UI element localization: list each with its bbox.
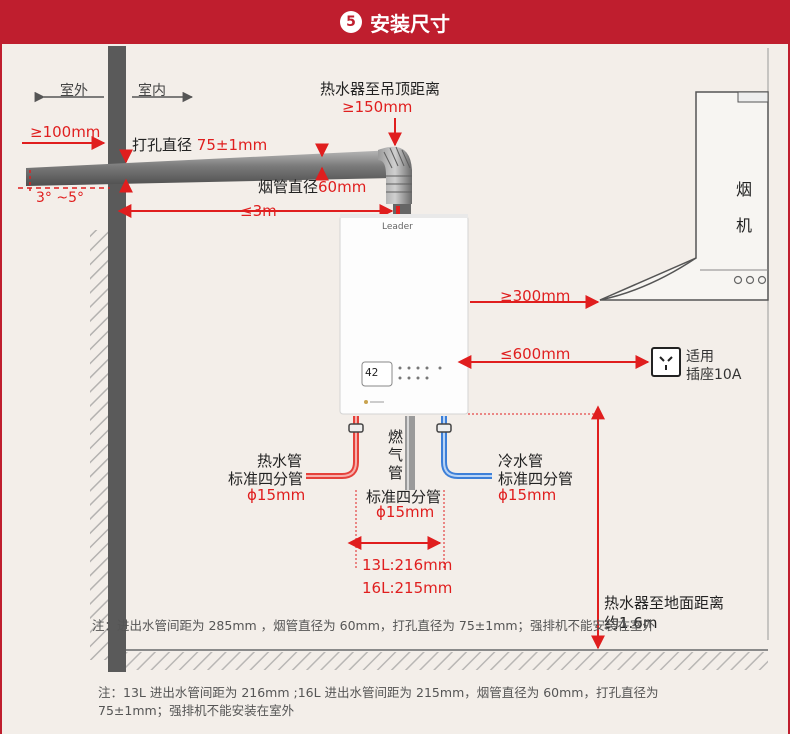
cold-water-pipe-highlight bbox=[443, 416, 492, 477]
flue-diameter-text: 烟管直径 bbox=[258, 178, 319, 196]
floor-hatch bbox=[126, 652, 768, 670]
range-hood-cap bbox=[737, 91, 769, 103]
hole-diameter-text: 打孔直径 bbox=[132, 136, 193, 154]
outdoor-label: 室外 bbox=[60, 83, 88, 99]
spacing-16l: 16L:215mm bbox=[362, 579, 453, 597]
brand-logo: Leader bbox=[382, 222, 413, 232]
socket-label-2: 插座10A bbox=[686, 367, 742, 383]
display-readout: 42 bbox=[365, 366, 379, 379]
hot-pipe-label-3: ϕ15mm bbox=[247, 486, 306, 504]
range-hood-label-2: 机 bbox=[736, 216, 753, 235]
socket-icon bbox=[651, 347, 681, 377]
flue-diameter-label: 烟管直径60mm bbox=[258, 176, 366, 197]
footnote-line-2: 75±1mm；强排机不能安装在室外 bbox=[98, 703, 295, 718]
hot-water-pipe-highlight bbox=[306, 416, 357, 477]
cold-pipe-label-2: 标准四分管 bbox=[498, 470, 574, 488]
section-title-text: 安装尺寸 bbox=[370, 11, 450, 36]
hot-pipe-nut bbox=[348, 423, 364, 433]
gas-pipe-label-1: 燃 bbox=[388, 428, 404, 446]
gas-pipe-label-4: 标准四分管 bbox=[366, 488, 442, 506]
range-hood-label-1: 烟 bbox=[736, 180, 753, 199]
elbow-ribs bbox=[383, 146, 412, 193]
socket-distance-value: ≤600mm bbox=[500, 345, 571, 363]
display-panel bbox=[361, 361, 393, 387]
range-hood-curve bbox=[599, 257, 697, 301]
hole-diameter-label: 打孔直径 75±1mm bbox=[132, 134, 267, 155]
ceiling-distance-label: 热水器至吊顶距离 bbox=[320, 80, 441, 98]
cold-pipe-label-3: ϕ15mm bbox=[498, 486, 557, 504]
tilt-angle-value: 3° ~5° bbox=[36, 190, 84, 206]
hot-pipe-label-1: 热水管 bbox=[257, 452, 303, 470]
cold-pipe-nut bbox=[436, 423, 452, 433]
control-dots bbox=[398, 366, 442, 380]
status-light bbox=[364, 400, 368, 404]
flue-length-value: ≤3m bbox=[240, 202, 277, 220]
water-heater-top bbox=[340, 214, 468, 218]
wall bbox=[108, 46, 126, 672]
gas-pipe-label-5: ϕ15mm bbox=[376, 503, 435, 521]
overlap-note: 注：进出水管间距为 285mm ，烟管直径为 60mm，打孔直径为 75±1mm… bbox=[92, 618, 656, 633]
water-heater-body bbox=[339, 215, 469, 415]
indoor-label: 室内 bbox=[138, 83, 166, 99]
section-title: 5 安装尺寸 bbox=[0, 0, 790, 44]
flue-diameter-value: 60mm bbox=[318, 178, 367, 196]
hot-pipe-label-2: 标准四分管 bbox=[228, 470, 304, 488]
header-band bbox=[0, 0, 790, 44]
socket-label-1: 适用 bbox=[686, 349, 714, 365]
hole-diameter-value: 75±1mm bbox=[196, 136, 268, 154]
cold-pipe-label-1: 冷水管 bbox=[498, 452, 544, 470]
flue-elbow bbox=[378, 146, 412, 204]
gas-pipe-label-3: 管 bbox=[388, 464, 404, 482]
range-hood-vents bbox=[733, 275, 767, 285]
flue-pipe bbox=[26, 150, 394, 186]
floor-distance-value: 约1.6m bbox=[604, 614, 658, 632]
floor-distance-label: 热水器至地面距离 bbox=[604, 594, 725, 612]
wall-protrusion-value: ≥100mm bbox=[30, 123, 101, 141]
flue-collar-mark bbox=[396, 206, 400, 216]
section-number: 5 bbox=[340, 11, 362, 33]
footnote-line-1: 注：13L 进出水管间距为 216mm ;16L 进出水管间距为 215mm，烟… bbox=[98, 685, 659, 700]
ceiling-distance-value: ≥150mm bbox=[342, 98, 413, 116]
gas-pipe-label-2: 气 bbox=[388, 446, 404, 464]
spacing-13l: 13L:216mm bbox=[362, 556, 453, 574]
wall-hatch bbox=[90, 230, 108, 660]
hood-distance-value: ≥300mm bbox=[500, 287, 571, 305]
